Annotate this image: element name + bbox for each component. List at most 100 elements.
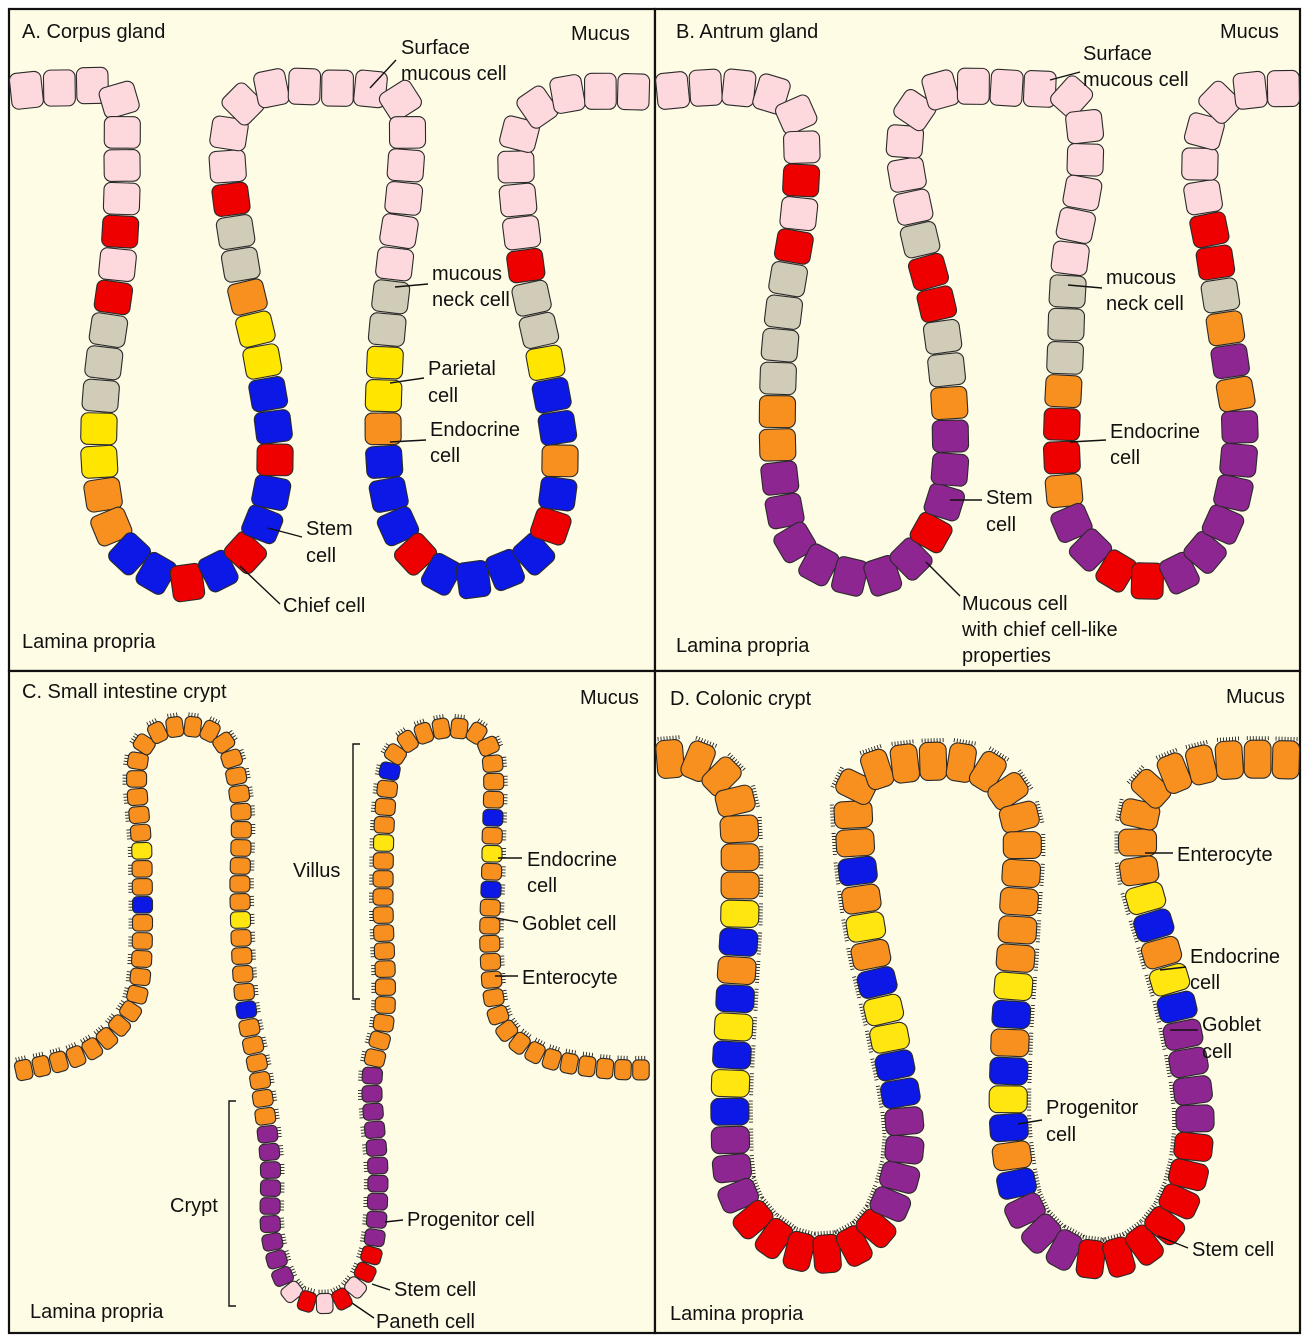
surface-mucous-cell <box>549 74 586 115</box>
stem-cell <box>1043 441 1080 474</box>
stem-cell <box>211 181 251 217</box>
a-parietal-label-1: Parietal <box>428 358 496 380</box>
orange-cell <box>183 716 202 738</box>
blue-cell <box>537 410 577 447</box>
orange-cell <box>234 983 255 1001</box>
surface-mucous-cell <box>209 149 247 183</box>
yellow-cell <box>81 413 118 445</box>
orange-cell <box>132 933 152 950</box>
orange-cell <box>482 988 504 1007</box>
stem-cell <box>1075 1239 1106 1280</box>
surface-mucous-cell <box>1065 109 1104 145</box>
surface-mucous-cell <box>1055 206 1097 244</box>
surface-mucous-cell <box>1267 70 1299 106</box>
surface-mucous-cell <box>389 116 425 148</box>
a-mucous-neck-label-1: mucous <box>432 263 502 285</box>
orange-cell <box>165 716 184 738</box>
purple-cell <box>260 1215 281 1233</box>
blue-cell <box>719 928 759 957</box>
stem-cell <box>1189 211 1231 249</box>
orange-cell <box>480 917 500 934</box>
orange-cell <box>374 816 395 833</box>
surface-mucous-cell <box>387 148 425 182</box>
c-stem-label: Stem cell <box>394 1279 476 1301</box>
orange-cell <box>1215 375 1256 413</box>
surface-mucous-cell <box>783 131 820 164</box>
stem-cell <box>773 228 814 266</box>
orange-cell <box>254 1107 276 1126</box>
mucous-neck-cell <box>1047 341 1084 374</box>
c-endocrine-label-2: cell <box>527 875 557 897</box>
orange-cell <box>249 1071 271 1090</box>
blue-cell <box>989 1113 1029 1142</box>
panel-b-title: B. Antrum gland <box>676 21 818 43</box>
b-stem-label-1: Stem <box>986 487 1033 509</box>
orange-cell <box>225 766 248 786</box>
purple-cell <box>366 1139 387 1157</box>
orange-cell <box>578 1055 597 1077</box>
purple-cell <box>1172 1075 1213 1106</box>
orange-cell <box>373 889 393 906</box>
blue-cell <box>879 1077 921 1110</box>
surface-mucous-cell <box>1067 143 1104 176</box>
orange-cell <box>1205 310 1245 347</box>
a-stem-label-2: cell <box>306 545 336 567</box>
panel-d-lamina-label: Lamina propria <box>670 1303 804 1325</box>
orange-cell <box>483 791 503 808</box>
orange-cell <box>376 780 398 799</box>
orange-cell <box>374 942 395 959</box>
a-surface-mucous-label-1: Surface <box>401 37 470 59</box>
orange-cell <box>1119 855 1160 887</box>
yellow-cell <box>80 445 118 479</box>
orange-cell <box>1045 374 1083 408</box>
stem-cell <box>1043 408 1080 441</box>
orange-cell <box>480 953 501 970</box>
orange-cell <box>542 445 578 477</box>
orange-cell <box>1272 740 1300 779</box>
paneth-cell <box>316 1293 333 1313</box>
orange-cell <box>230 893 250 910</box>
orange-cell <box>230 857 250 874</box>
goblet-cell <box>132 842 152 859</box>
surface-mucous-cell <box>104 149 140 181</box>
surface-mucous-cell <box>9 71 44 110</box>
b-mucous-chief-label-1: Mucous cell <box>962 593 1068 615</box>
a-chief-label: Chief cell <box>283 595 365 617</box>
mucous-neck-cell <box>88 312 128 349</box>
mucous-neck-cell <box>761 328 800 363</box>
orange-cell <box>717 956 757 985</box>
surface-mucous-cell <box>103 182 140 215</box>
panel-c-frame <box>9 671 655 1333</box>
mucous-neck-cell <box>760 362 797 395</box>
b-mucous-neck-label-2: neck cell <box>1106 293 1184 315</box>
purple-cell <box>368 1175 388 1192</box>
panel-a-title: A. Corpus gland <box>22 21 165 43</box>
b-stem-label-2: cell <box>986 514 1016 536</box>
orange-cell <box>231 947 252 964</box>
d-stem-label: Stem cell <box>1192 1239 1274 1261</box>
purple-cell <box>884 1106 924 1136</box>
goblet-cell <box>845 911 887 944</box>
orange-cell <box>1118 829 1156 856</box>
goblet-cell <box>993 971 1033 1001</box>
c-endocrine-label-1: Endocrine <box>527 849 617 871</box>
mucous-neck-cell <box>927 352 966 387</box>
orange-cell <box>889 743 920 784</box>
surface-mucous-cell <box>104 117 140 149</box>
mucous-neck-cell <box>215 214 255 251</box>
d-goblet-label-1: Goblet <box>1202 1014 1261 1036</box>
orange-cell <box>230 876 250 893</box>
orange-cell <box>365 413 401 445</box>
orange-cell <box>759 429 796 462</box>
surface-mucous-cell <box>1182 148 1219 181</box>
orange-cell <box>720 815 759 844</box>
c-paneth-label: Paneth cell <box>376 1311 475 1333</box>
c-crypt-label: Crypt <box>170 1195 218 1217</box>
orange-cell <box>482 755 503 773</box>
panel-d-mucus-label: Mucus <box>1226 686 1285 708</box>
orange-cell <box>484 773 504 790</box>
purple-cell <box>257 1125 279 1144</box>
orange-cell <box>990 1029 1029 1057</box>
a-mucous-neck-label-2: neck cell <box>432 289 510 311</box>
